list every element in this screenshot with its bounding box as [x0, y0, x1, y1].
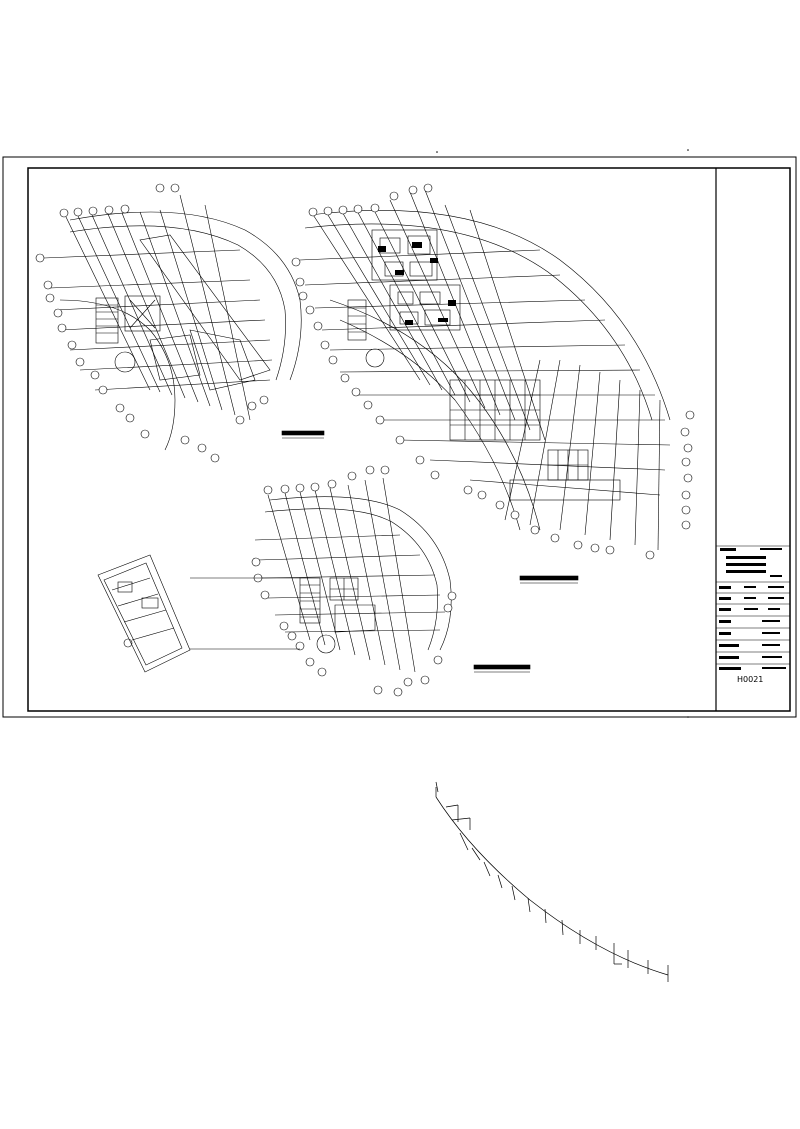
plan-3-title-underline	[473, 664, 531, 673]
curved-wall-fragment	[435, 781, 669, 982]
title-block	[716, 545, 790, 665]
axis-bubbles-plan-1	[35, 183, 269, 463]
axis-bubbles-plan-3	[251, 465, 457, 697]
plan-1-title-underline	[281, 430, 325, 439]
plan-2-dense-detail	[378, 242, 456, 325]
key-plan-inset	[97, 554, 300, 673]
floor-plan-top-left	[43, 194, 302, 451]
floor-plan-top-right	[299, 189, 671, 551]
floor-plan-bottom-middle	[254, 477, 452, 673]
sheet-outer-border	[2, 156, 797, 718]
drawing-frame	[27, 167, 791, 712]
title-block-fine-text	[719, 548, 786, 670]
drawing-number: H0021	[737, 675, 763, 684]
plan-2-title-underline	[519, 575, 579, 584]
axis-bubbles-plan-2	[291, 183, 695, 560]
registration-marks	[436, 149, 689, 718]
